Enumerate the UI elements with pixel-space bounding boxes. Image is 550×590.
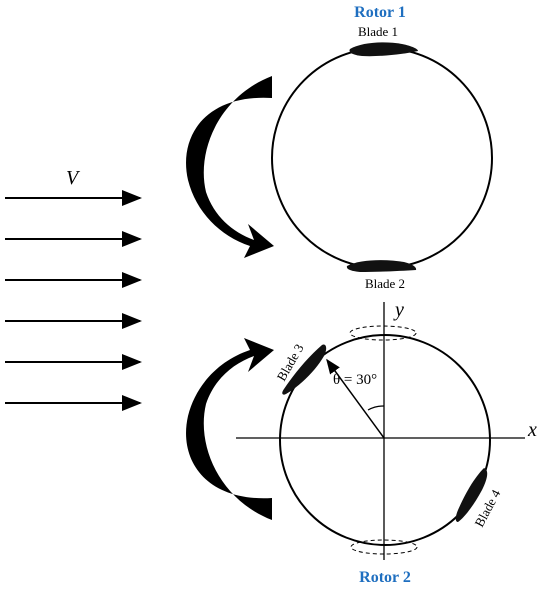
rotation-arrow-icon bbox=[186, 338, 274, 520]
rotor2-title: Rotor 2 bbox=[359, 569, 411, 586]
reference-blade-top bbox=[349, 325, 417, 341]
rotation-arrow-icon bbox=[186, 76, 274, 258]
x-axis-label: x bbox=[527, 419, 537, 441]
blade4-airfoil bbox=[455, 468, 488, 522]
theta-radius-line bbox=[326, 358, 385, 439]
rotor1-title: Rotor 1 bbox=[354, 4, 406, 21]
blade2-airfoil bbox=[346, 260, 417, 272]
rotor1-circle bbox=[271, 47, 493, 269]
reference-blade-bottom bbox=[350, 539, 418, 555]
blade1-label: Blade 1 bbox=[358, 24, 398, 39]
velocity-label: V bbox=[66, 167, 81, 189]
blade2-label: Blade 2 bbox=[365, 276, 405, 291]
rotor2-circle bbox=[279, 334, 491, 546]
blade3-airfoil bbox=[282, 344, 327, 395]
theta-label: θ = 30° bbox=[333, 372, 377, 388]
blade1-airfoil bbox=[349, 42, 418, 57]
flow-arrows bbox=[5, 190, 142, 411]
y-axis-label: y bbox=[393, 299, 404, 321]
theta-arc bbox=[367, 405, 385, 411]
